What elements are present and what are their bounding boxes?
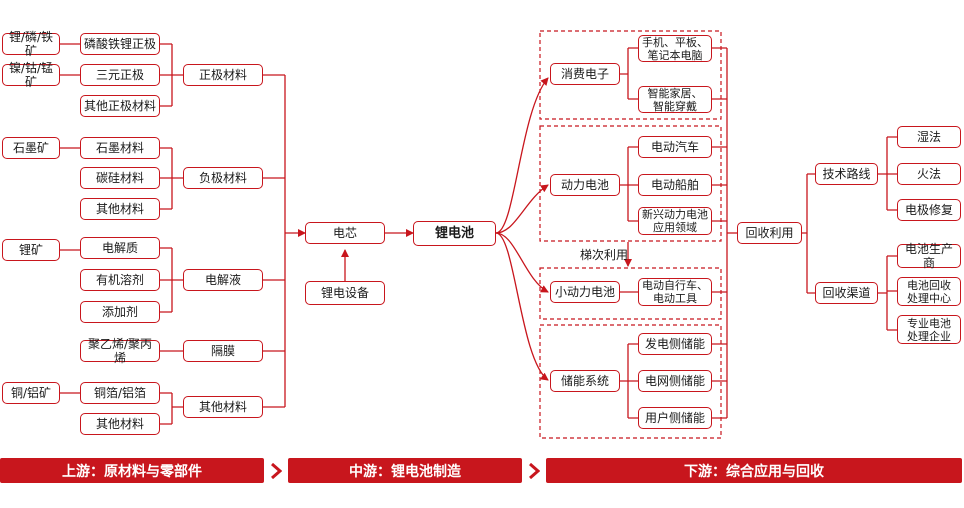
newpower-box: 新兴动力电池 应用领域	[638, 207, 712, 235]
other-materials-box: 其他材料	[183, 396, 263, 418]
power-group-frame	[539, 125, 722, 242]
boat-box: 电动船舶	[638, 174, 712, 196]
chevron-right-icon	[525, 458, 543, 483]
cathode-box: 正极材料	[183, 64, 263, 86]
firm-box: 专业电池 处理企业	[897, 315, 961, 344]
ore-graphite-box: 石墨矿	[2, 137, 60, 159]
repair-box: 电极修复	[897, 199, 961, 221]
small-power-box: 小动力电池	[550, 281, 620, 303]
fire-box: 火法	[897, 163, 961, 185]
ore-lithium-box: 锂矿	[2, 239, 60, 261]
mat-additive-box: 添加剂	[80, 301, 160, 323]
wet-box: 湿法	[897, 126, 961, 148]
battery-box: 锂电池	[413, 221, 496, 246]
small-power-group-frame	[539, 267, 722, 320]
gen-side-box: 发电侧储能	[638, 333, 712, 355]
cascade-label: 梯次利用	[580, 248, 629, 262]
midstream-banner: 中游：锂电池制造	[288, 458, 522, 483]
anode-box: 负极材料	[183, 167, 263, 189]
mat-other2-box: 其他材料	[80, 413, 160, 435]
ore-nicomn-box: 镍/钴/锰矿	[2, 61, 60, 89]
tech-route-box: 技术路线	[815, 163, 878, 185]
power-box: 动力电池	[550, 174, 620, 196]
center-box: 电池回收 处理中心	[897, 277, 961, 306]
equipment-box: 锂电设备	[305, 281, 385, 305]
mat-electrolyte-box: 电解质	[80, 237, 160, 259]
consumer-group-frame	[539, 30, 722, 120]
phone-box: 手机、平板、 笔记本电脑	[638, 35, 712, 62]
separator-box: 隔膜	[183, 340, 263, 362]
mat-other-cathode-box: 其他正极材料	[80, 95, 160, 117]
mat-pe-pp-box: 聚乙烯/聚丙烯	[80, 337, 160, 365]
mat-other-box: 其他材料	[80, 198, 160, 220]
user-side-box: 用户侧储能	[638, 407, 712, 429]
mat-sic-box: 碳硅材料	[80, 167, 160, 189]
consumer-box: 消费电子	[550, 63, 620, 85]
chevron-right-icon	[267, 458, 285, 483]
ore-cual-box: 铜/铝矿	[2, 382, 60, 404]
ore-lfp-box: 锂/磷/铁矿	[2, 30, 60, 58]
maker-box: 电池生产商	[897, 242, 961, 270]
ev-box: 电动汽车	[638, 136, 712, 158]
mat-graphite-box: 石墨材料	[80, 137, 160, 159]
storage-box: 储能系统	[550, 370, 620, 392]
cell-box: 电芯	[305, 222, 385, 244]
mat-ternary-box: 三元正极	[80, 64, 160, 86]
ebike-box: 电动自行车、 电动工具	[638, 278, 712, 306]
grid-side-box: 电网侧储能	[638, 370, 712, 392]
mat-lfp-box: 磷酸铁锂正极	[80, 33, 160, 55]
downstream-banner: 下游：综合应用与回收	[546, 458, 962, 483]
channel-box: 回收渠道	[815, 282, 878, 304]
electrolyte-box: 电解液	[183, 269, 263, 291]
upstream-banner: 上游：原材料与零部件	[0, 458, 264, 483]
mat-solvent-box: 有机溶剂	[80, 269, 160, 291]
smarthome-box: 智能家居、 智能穿戴	[638, 86, 712, 113]
mat-foil-box: 铜箔/铝箔	[80, 382, 160, 404]
recycle-box: 回收利用	[737, 222, 802, 244]
